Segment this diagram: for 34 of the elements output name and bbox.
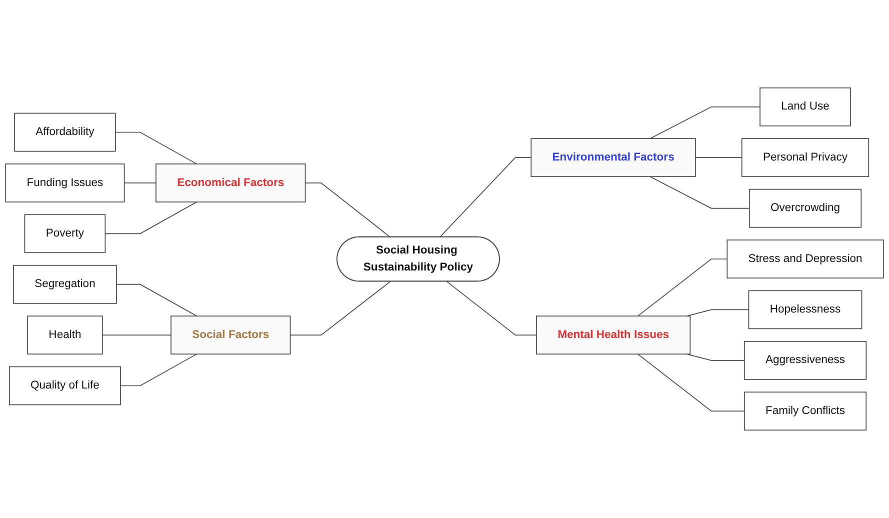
connector (637, 354, 745, 412)
node-box: Poverty (24, 214, 106, 254)
connector (650, 106, 760, 140)
connector (124, 182, 156, 184)
node-box: Hopelessness (748, 290, 862, 330)
node-box: Personal Privacy (741, 138, 870, 178)
node-box: Land Use (760, 87, 851, 126)
connector (686, 354, 745, 361)
connector (104, 202, 198, 234)
connector (304, 182, 391, 238)
connector (686, 309, 750, 316)
node-box: Aggressiveness (744, 340, 867, 380)
node-box: Social Factors (170, 316, 291, 354)
node-box: Segregation (13, 264, 117, 304)
node-box: Stress and Depression (726, 240, 884, 278)
node-box: Health (27, 316, 103, 354)
node-box: Affordability (14, 112, 116, 152)
node-box: Economical Factors (156, 164, 306, 202)
connector (446, 281, 537, 336)
connector (439, 157, 532, 238)
node-box: Overcrowding (748, 188, 862, 228)
node-box: Funding Issues (5, 164, 125, 202)
connector (695, 157, 742, 158)
connector (650, 176, 750, 209)
connector (116, 284, 198, 316)
connector (115, 132, 198, 164)
node-box: Family Conflicts (744, 392, 867, 431)
connector (637, 258, 728, 316)
node-box: Environmental Factors (530, 138, 696, 178)
connector (120, 354, 198, 386)
node-box: Quality of Life (8, 366, 121, 406)
connector (290, 281, 391, 336)
node-box: Mental Health Issues (536, 316, 691, 354)
connector (102, 334, 172, 336)
